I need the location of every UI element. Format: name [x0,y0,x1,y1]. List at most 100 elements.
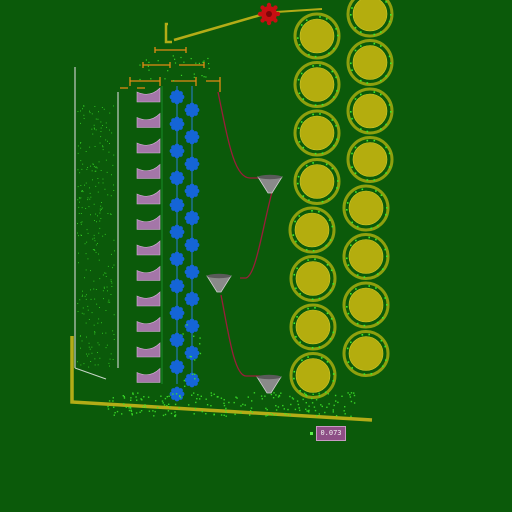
tank-bead [77,152,79,154]
tray-bead [321,405,323,408]
tank-bead [80,222,82,224]
tank-bead [93,203,95,205]
tank-bead [87,305,89,307]
tray-bead [289,414,291,416]
hose-middle [240,191,273,279]
tank-bead [89,112,91,114]
tank-bead [111,174,112,176]
tray-bead [112,397,114,399]
tank-bead [106,344,108,346]
feed-chute [164,22,172,44]
tank-bead [85,269,87,271]
tray-bead [298,407,300,409]
tank-bead [83,313,85,315]
tank-bead [94,146,96,147]
impeller-gear-icon [184,372,200,388]
tank-bead [77,361,78,363]
tank-bead [97,364,99,366]
tank-bead [97,352,98,353]
tray-bead [128,407,130,409]
tank-bead [107,140,108,142]
tray-bead [179,396,182,399]
tray-bead [152,410,154,412]
tray-bead [277,396,280,398]
tray-bead [261,398,263,400]
conveyor-wheel [289,303,337,351]
tank-bead [111,253,112,255]
tray-bead [305,408,307,410]
tray-bead [328,403,330,405]
tray-bead [148,410,151,412]
tank-bead [94,166,96,168]
tray-bead [136,399,138,401]
tray-bead [353,394,356,397]
tank-bead [101,208,102,210]
tray-bead [308,405,310,407]
conveyor-wheel [342,330,390,377]
tank-bead [103,286,105,288]
tank-bead [108,151,110,153]
tank-bead [86,353,87,355]
splitter-bead [174,58,176,60]
tank-bead [97,215,98,217]
tray-bead [303,392,306,394]
tray-bead [272,397,275,399]
tank-bead [86,229,88,231]
tank-bead [85,322,87,324]
tray-bead [251,411,254,413]
tray-bead [347,392,349,394]
tank-bead [88,319,90,320]
tank-bead [93,280,95,282]
tank-bead [109,358,111,360]
tank-bead [85,182,87,184]
splitter-bead [180,56,182,59]
tank-bead [84,295,86,297]
tank-bead [100,218,102,219]
splitter-bead [205,76,207,78]
valve-gear-icon[interactable] [257,2,281,26]
tray-bead [318,392,320,395]
tank-bead [82,108,83,110]
tray-bead [225,415,227,417]
tank-bead [96,221,97,223]
impeller-gear-icon [184,183,200,199]
tank-bead [95,166,97,168]
tray-bead [220,397,223,399]
tank-bead [79,299,81,301]
tank-bead [100,205,102,207]
tank-bead [94,250,96,251]
tray-bead [223,414,225,416]
tank-bead [100,170,102,171]
tray-bead [326,406,328,408]
tank-bead [77,232,78,234]
tray-bead [116,410,119,413]
tray-bead [291,397,294,399]
tank-bead [87,199,89,201]
tank-bead [104,188,106,190]
tray-bead [123,395,125,398]
readout-marker [310,432,313,435]
tray-bead [130,409,132,411]
tank-bead [84,277,85,279]
tray-bead [174,414,177,416]
tank-bead [93,127,95,129]
tank-bead [88,346,90,348]
impeller-gear-icon [169,170,185,186]
tank-bead [86,168,88,170]
tank-bead [80,364,82,366]
tray-bead [164,413,167,416]
tray-bead [130,407,132,409]
tank-bead [98,161,100,163]
tray-bead [353,402,356,404]
tray-bead [224,409,227,411]
tank-bead [102,290,104,292]
conveyor-wheel [346,0,394,38]
tank-bead [80,160,82,162]
tank-bead [105,347,107,349]
tank-bead [93,234,95,236]
tank-bead [87,309,89,311]
tray-bead [179,395,181,398]
tank-bead [79,198,81,200]
tank-bead [85,298,87,300]
